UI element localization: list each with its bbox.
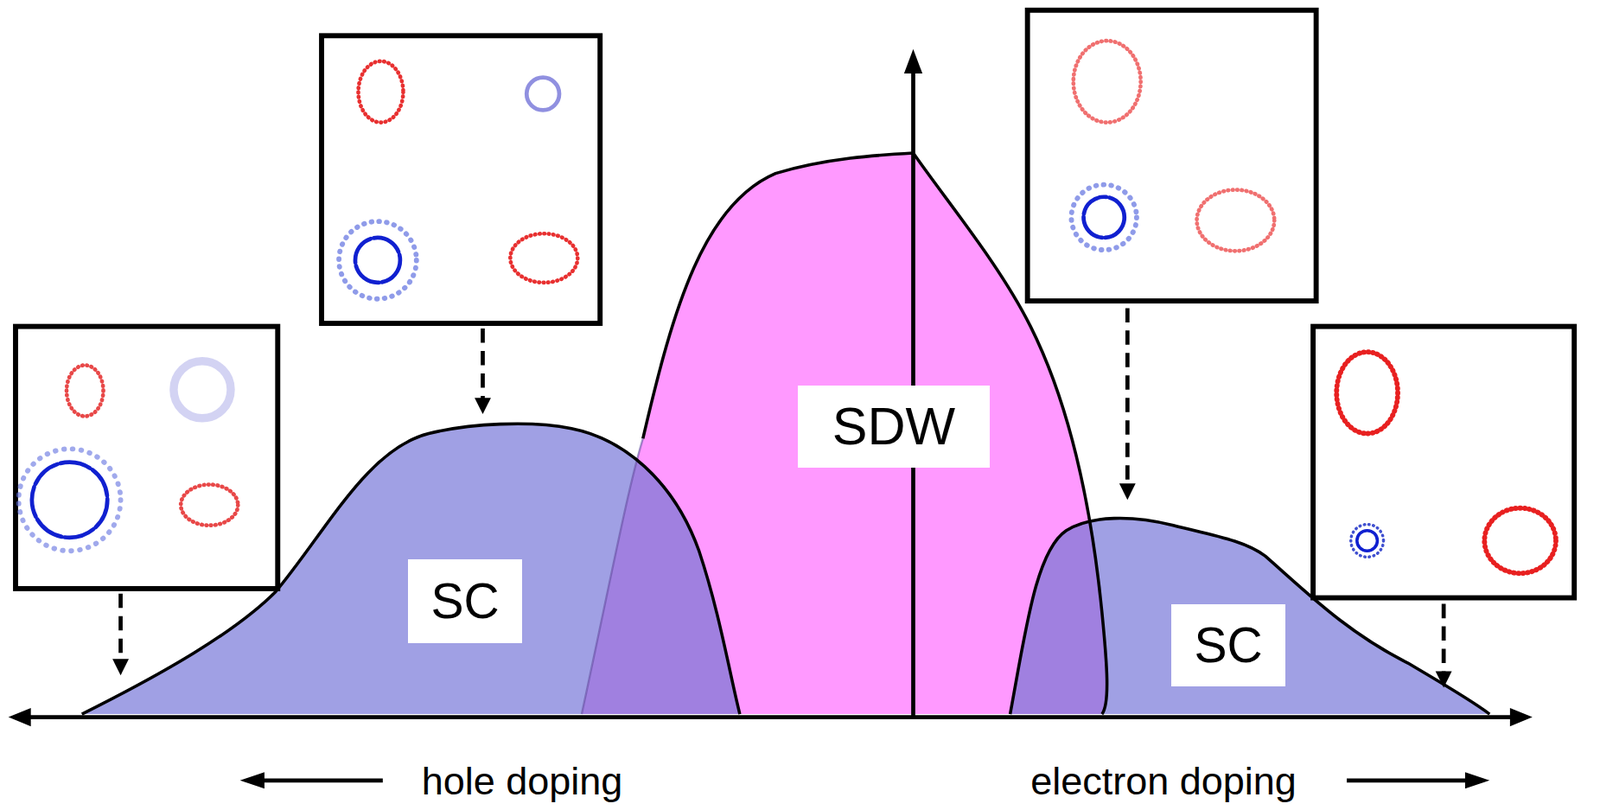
phase-label-box: SC (1171, 604, 1286, 687)
axis-label: electron doping (1030, 761, 1297, 801)
axis-head (1465, 771, 1490, 789)
sdw-hidden-edge (581, 438, 644, 714)
axis-head (1510, 707, 1533, 727)
phase-name: SC (1193, 620, 1263, 670)
electron-arrow (1346, 777, 1470, 783)
overlap-region (82, 423, 1491, 714)
phase-label-box: SDW (797, 385, 990, 468)
phase-name: SDW (832, 400, 956, 453)
fermi-surface-inset (321, 35, 600, 324)
phase-name: SC (430, 576, 499, 626)
axis-head (904, 49, 923, 74)
axis-label: hole doping (421, 761, 624, 801)
phase-label-box: SC (407, 559, 523, 644)
pointer-head (112, 397, 1452, 688)
fermi-surface-inset (1027, 10, 1317, 301)
hole-arrow (260, 777, 383, 783)
fermi-surface-inset (15, 326, 278, 589)
doping-axis (22, 714, 1518, 720)
axis-head (8, 707, 32, 727)
fermi-surface-inset (1313, 326, 1575, 599)
axis-head (240, 771, 265, 789)
